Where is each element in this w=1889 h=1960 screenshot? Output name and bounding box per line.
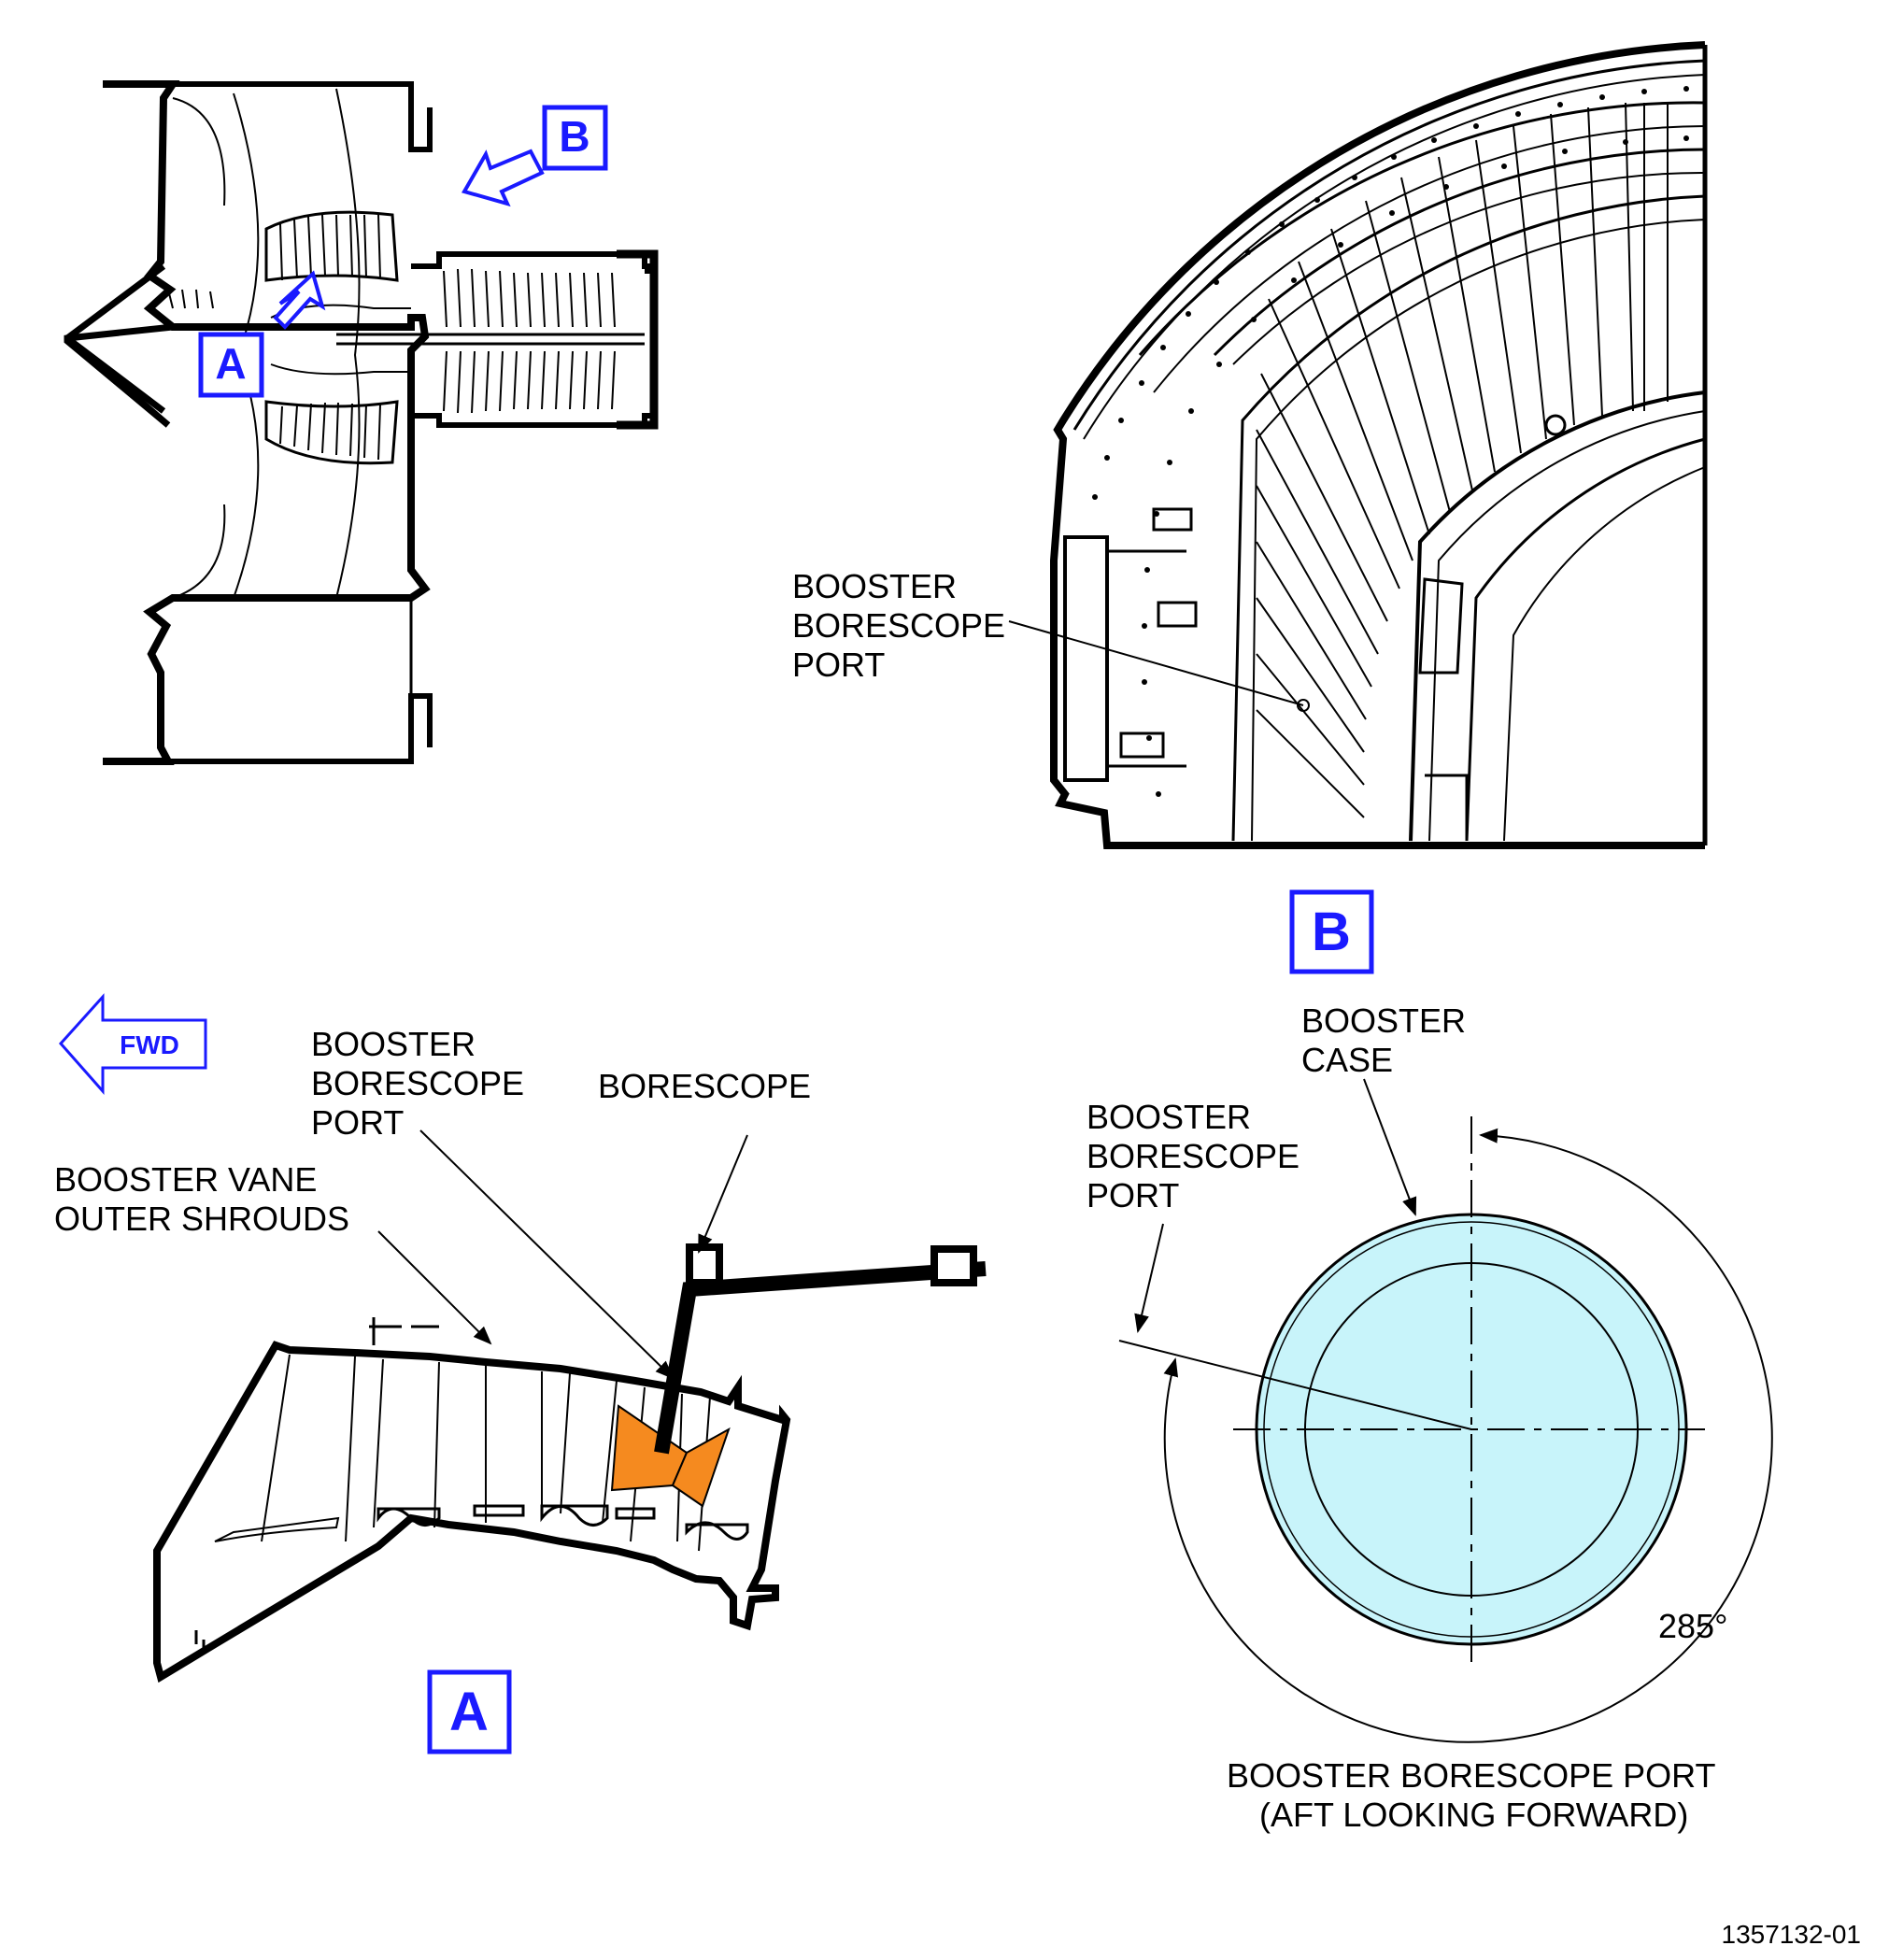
svg-text:FWD: FWD: [120, 1030, 179, 1059]
port-location-view: [1118, 1116, 1773, 1743]
view-a-tag: A: [427, 1669, 512, 1754]
port-view-case-label-line-1: BOOSTER: [1301, 1001, 1466, 1040]
port-view-caption-line-2: (AFT LOOKING FORWARD): [1259, 1796, 1688, 1834]
fwd-arrow: FWD: [58, 993, 207, 1095]
view-a-port-label-line-3: PORT: [311, 1103, 404, 1142]
port-view-angle-label: 285°: [1658, 1607, 1727, 1645]
svg-text:B: B: [1312, 902, 1351, 962]
view-a-callouts: BOOSTER BORESCOPE PORT BORESCOPE BOOSTER…: [54, 1025, 811, 1380]
overview-tag-b: B: [542, 105, 608, 171]
view-a-borescope-label: BORESCOPE: [598, 1067, 811, 1105]
view-a-port-label-line-2: BORESCOPE: [311, 1064, 524, 1102]
port-view-caption-line-1: BOOSTER BORESCOPE PORT: [1227, 1756, 1715, 1795]
view-a-port-label-line-1: BOOSTER: [311, 1025, 476, 1063]
view-b-port-label-line-1: BOOSTER: [792, 567, 957, 605]
view-a-vane-label-line-1: BOOSTER VANE: [54, 1160, 317, 1199]
svg-text:B: B: [559, 112, 589, 161]
engine-overview-drawing: [64, 80, 659, 765]
view-b-booster-drawing: [1050, 41, 1708, 849]
port-view-case-label-line-2: CASE: [1301, 1041, 1393, 1079]
view-a-booster-section: [153, 1243, 987, 1683]
view-b-port-label-line-3: PORT: [792, 646, 885, 684]
view-b-port-label-line-2: BORESCOPE: [792, 606, 1005, 645]
port-view-port-label-line-1: BOOSTER: [1087, 1098, 1251, 1136]
view-b-port-callout: BOOSTER BORESCOPE PORT: [792, 567, 1304, 706]
port-view-port-label-line-3: PORT: [1087, 1176, 1179, 1214]
view-a-vane-label-line-2: OUTER SHROUDS: [54, 1200, 349, 1238]
port-view-port-label-line-2: BORESCOPE: [1087, 1137, 1300, 1175]
overview-tag-a: A: [198, 332, 264, 398]
svg-text:A: A: [449, 1682, 489, 1742]
figure-number: 1357132-01: [1722, 1920, 1861, 1949]
view-b-tag: B: [1289, 889, 1374, 974]
svg-text:A: A: [215, 339, 246, 388]
port-view-callouts: BOOSTER CASE BOOSTER BORESCOPE PORT 285°…: [1087, 1001, 1727, 1834]
